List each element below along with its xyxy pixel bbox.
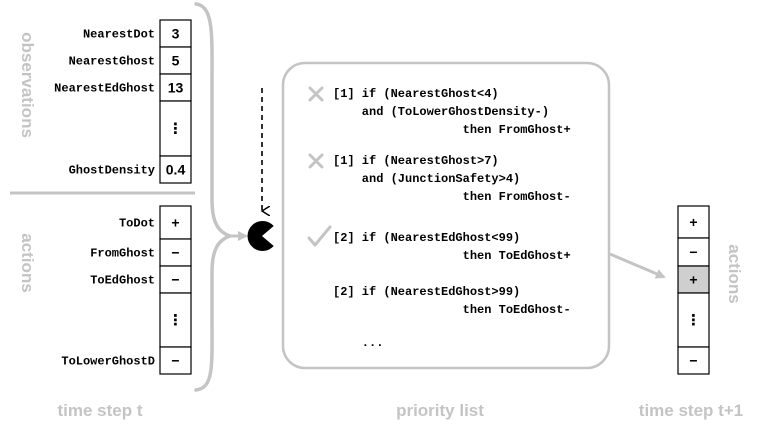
actions-section-label: actions: [18, 233, 37, 293]
output-action-cell: [677, 346, 710, 375]
observation-value: 3: [172, 26, 180, 42]
action-cell: [159, 265, 192, 294]
rule-line: [2] if (NearestEdGhost<99): [333, 231, 520, 245]
output-action-value: −: [689, 244, 697, 260]
observation-value: 0.4: [166, 162, 186, 178]
rule-line: [1] if (NearestGhost>7): [333, 154, 499, 168]
priority-rules: [1] if (NearestGhost<4) and (ToLowerGhos…: [307, 86, 571, 350]
rule-rejected-icon: [308, 153, 324, 169]
action-name: FromGhost: [90, 247, 155, 261]
action-cell: [159, 238, 192, 267]
rule-line: then FromGhost+: [333, 123, 571, 137]
action-cell: [159, 292, 192, 348]
rule-selected-icon: [307, 225, 332, 247]
observation-cell: [159, 46, 192, 75]
priority-list-label: priority list: [396, 401, 484, 420]
action-name: ToDot: [119, 217, 155, 231]
action-cell: [159, 205, 192, 240]
actions-table: ToDot + FromGhost − ToEdGhost − ⋮ ToLowerGhostD…: [61, 205, 192, 375]
observation-value: 13: [168, 80, 184, 96]
output-action-value: +: [689, 272, 697, 288]
observation-name: NearestDot: [83, 28, 155, 42]
observations-section-label: observations: [18, 32, 37, 138]
rule-line: ...: [333, 336, 383, 350]
output-action-value: −: [689, 353, 697, 369]
observation-name: GhostDensity: [69, 164, 155, 178]
pacman-icon: [247, 221, 274, 251]
rule-line: then ToEdGhost+: [333, 249, 571, 263]
action-value: −: [171, 353, 179, 369]
observation-name: NearestEdGhost: [54, 82, 155, 96]
output-action-cell: [677, 237, 710, 267]
observation-value: 5: [172, 53, 180, 69]
action-cell: [159, 346, 192, 375]
action-name: ToEdGhost: [90, 274, 155, 288]
rule-line: then FromGhost-: [333, 190, 571, 204]
rule-line: [1] if (NearestGhost<4): [333, 87, 499, 101]
output-action-cell-selected: [677, 265, 710, 294]
selection-arrow: [609, 252, 666, 279]
action-value: −: [171, 245, 179, 261]
rule-rejected-icon: [308, 86, 324, 102]
action-value: +: [171, 215, 179, 231]
output-action-value: +: [689, 214, 697, 230]
rule-line: and (ToLowerGhostDensity-): [333, 105, 549, 119]
output-action-cell: [677, 205, 710, 239]
curly-brace: [194, 2, 236, 392]
observation-value: ⋮: [168, 120, 183, 138]
output-actions-section-label: actions: [725, 244, 744, 304]
output-action-value: ⋮: [686, 311, 701, 329]
time-step-t1-label: time step t+1: [639, 401, 743, 420]
rule-line: and (JunctionSafety>4): [333, 172, 520, 186]
priority-list-box: [281, 61, 611, 370]
output-actions-table: + − + ⋮ −: [677, 205, 710, 375]
action-value: ⋮: [168, 311, 183, 329]
observation-cell: [159, 155, 192, 184]
rule-line: then ToEdGhost-: [333, 303, 571, 317]
rule-line: [2] if (NearestEdGhost>99): [333, 285, 520, 299]
time-step-t-label: time step t: [57, 401, 142, 420]
action-name: ToLowerGhostD: [61, 355, 155, 369]
action-value: −: [171, 272, 179, 288]
observation-name: NearestGhost: [69, 55, 155, 69]
